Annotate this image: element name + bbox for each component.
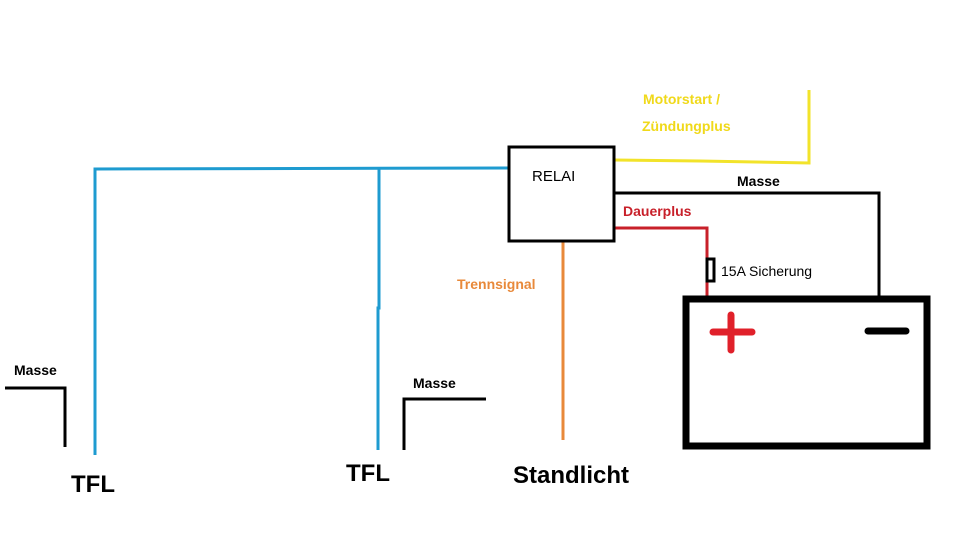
fuse-symbol bbox=[705, 257, 716, 283]
battery-ground-wire bbox=[614, 191, 881, 298]
standlicht-label: Standlicht bbox=[513, 462, 630, 489]
tfl-wire-branch bbox=[376, 169, 381, 450]
ignition-label-line2: Zündungplus bbox=[642, 118, 731, 134]
masse-left-label: Masse bbox=[14, 362, 57, 378]
masse-middle-label: Masse bbox=[413, 375, 456, 391]
battery-plus-icon bbox=[709, 311, 756, 354]
tfl-middle-label: TFL bbox=[346, 460, 390, 487]
fuse-label: 15A Sicherung bbox=[721, 263, 813, 279]
relay-box bbox=[507, 145, 616, 243]
relay-label: RELAI bbox=[532, 168, 576, 185]
tfl-wire-main bbox=[93, 166, 511, 455]
ground-left-wire bbox=[5, 386, 67, 447]
ground-middle-wire bbox=[402, 397, 486, 450]
trennsignal-label: Trennsignal bbox=[457, 276, 536, 292]
dauerplus-wire bbox=[614, 226, 709, 298]
dauerplus-label: Dauerplus bbox=[623, 203, 692, 219]
masse-battery-label: Masse bbox=[737, 173, 780, 189]
ignition-wire bbox=[613, 90, 811, 165]
tfl-wire-group bbox=[93, 166, 511, 455]
battery-box bbox=[682, 295, 931, 450]
tfl-left-label: TFL bbox=[71, 471, 115, 498]
ignition-label-line1: Motorstart / bbox=[643, 91, 720, 107]
